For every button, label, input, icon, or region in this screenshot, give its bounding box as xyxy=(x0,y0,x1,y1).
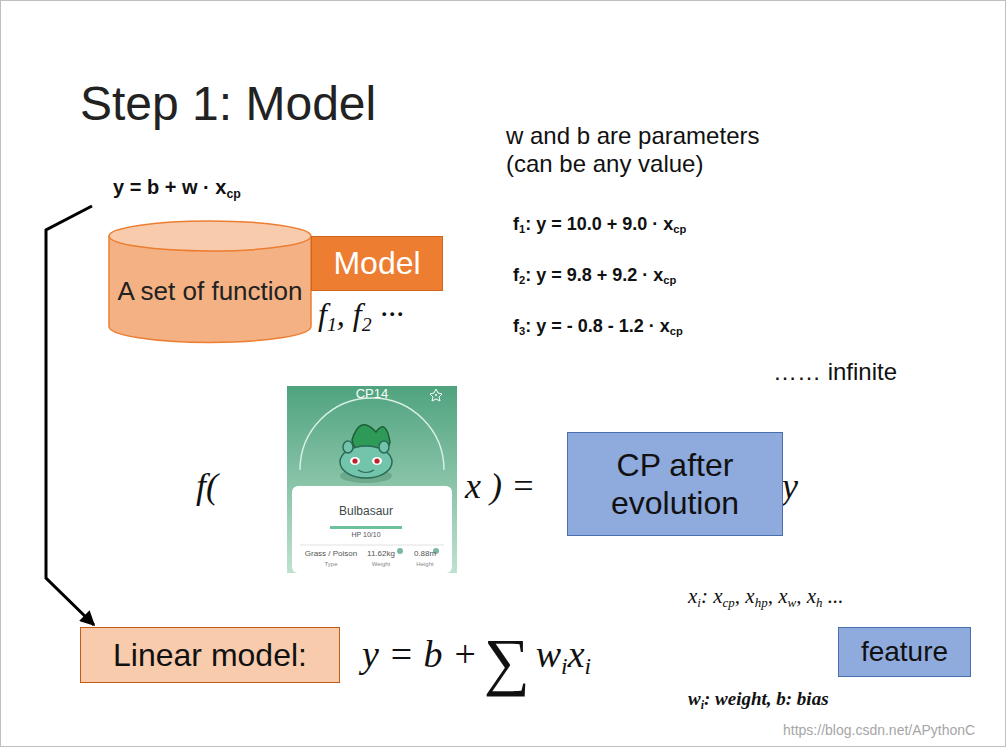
label-text: ... xyxy=(823,584,844,608)
subscript: cp xyxy=(670,325,683,337)
card-weight: 11.62kg xyxy=(367,549,395,558)
card-caption: Height xyxy=(416,561,433,568)
output-symbol: y xyxy=(782,466,798,507)
label-text: y = b + xyxy=(362,633,478,675)
subscript: w xyxy=(788,595,797,610)
label-text: , x xyxy=(768,584,788,608)
label-text: CP xyxy=(356,386,374,401)
slide-title: Step 1: Model xyxy=(80,76,376,131)
card-name: Bulbasaur xyxy=(339,505,393,519)
output-box: CP after evolution xyxy=(567,432,783,536)
label-text: , x xyxy=(796,584,816,608)
function-example: f2: y = 9.8 + 9.2 · xcp xyxy=(513,265,676,287)
subscript: 1 xyxy=(519,223,525,235)
label-text: : x xyxy=(701,584,723,608)
label-text: , x xyxy=(735,584,755,608)
subscript: 3 xyxy=(519,325,525,337)
label-text: : y = 9.8 + 9.2 · x xyxy=(525,265,663,285)
card-type: Grass / Poison xyxy=(305,549,357,558)
subscript: hp xyxy=(755,595,768,610)
linear-model-box: Linear model: xyxy=(80,627,340,683)
label-text: m xyxy=(429,549,436,558)
label-text: Bulbasaur xyxy=(339,504,393,518)
label-text: x xyxy=(568,633,585,675)
label-text: x ) = xyxy=(465,466,535,506)
subscript: i xyxy=(585,653,592,679)
card-hp: HP 10/10 xyxy=(351,531,380,539)
bracket-arrow xyxy=(46,206,94,625)
formula-simple: y = b + w · xcp xyxy=(113,176,241,201)
subscript: i xyxy=(701,699,704,712)
weight-note: wi: weight, b: bias xyxy=(688,688,829,712)
label-text: 14 xyxy=(374,386,388,401)
function-example: f1: y = 10.0 + 9.0 · xcp xyxy=(513,214,686,236)
label-text: : y = - 0.8 - 1.2 · x xyxy=(525,316,670,336)
node-text: Linear model: xyxy=(113,636,307,674)
feature-box: feature xyxy=(838,627,971,677)
subscript: cp xyxy=(663,274,676,286)
node-text: A set of function xyxy=(117,276,302,307)
sum-symbol: ∑ xyxy=(484,625,530,697)
label-text: f( xyxy=(196,466,218,506)
function-set-cylinder: A set of function xyxy=(108,220,312,342)
node-text: feature xyxy=(861,635,948,669)
label-text: : y = 10.0 + 9.0 · x xyxy=(525,214,673,234)
subscript: i xyxy=(561,653,568,679)
card-caption: Weight xyxy=(372,561,391,568)
label-text: , xyxy=(337,296,353,332)
label-text: https://blog.csdn.net/APythonC xyxy=(783,722,975,738)
label-text: HP 10/10 xyxy=(351,531,380,538)
label-text: f xyxy=(353,296,362,332)
label-text: Height xyxy=(416,561,433,567)
function-symbol: f( xyxy=(196,466,218,507)
label-text: …… infinite xyxy=(773,358,897,385)
watermark: https://blog.csdn.net/APythonC xyxy=(783,722,975,738)
label-text: Grass / Poison xyxy=(305,549,357,558)
subscript: 2 xyxy=(519,274,525,286)
linear-formula: y = b +∑wixi xyxy=(362,624,591,698)
label-text: f xyxy=(513,265,519,285)
pokemon-card xyxy=(287,386,457,573)
card-height: 0.88m xyxy=(414,549,436,558)
label-text: : weight, b: bias xyxy=(704,688,829,709)
label-text: Weight xyxy=(372,561,391,567)
label-text: 11.62 xyxy=(367,549,386,558)
subscript: cp xyxy=(673,223,686,235)
function-example: f3: y = - 0.8 - 1.2 · xcp xyxy=(513,316,683,338)
feature-list: xi: xcp, xhp, xw, xh ... xyxy=(688,584,844,611)
label-text: Type xyxy=(324,561,337,567)
label-text: x xyxy=(688,584,697,608)
subscript: i xyxy=(697,595,701,610)
label-text: w xyxy=(536,633,561,675)
label-text: w and b are parameters (can be any value… xyxy=(506,122,759,177)
label-text: f xyxy=(513,316,519,336)
card-cp: CP14 xyxy=(356,387,389,402)
label-text: 0.88 xyxy=(414,549,430,558)
function-symbol: x ) = xyxy=(465,466,535,507)
card-caption: Type xyxy=(324,561,337,568)
infinite-note: …… infinite xyxy=(773,358,897,386)
function-list: f1, f2 ··· xyxy=(318,296,404,336)
parameter-note: w and b are parameters (can be any value… xyxy=(506,122,796,177)
subscript: cp xyxy=(723,595,735,610)
subscript: 2 xyxy=(362,313,372,335)
node-text: CP after evolution xyxy=(568,446,782,523)
model-box: Model xyxy=(311,236,443,290)
label-text: f xyxy=(318,296,327,332)
label-text: y xyxy=(782,466,798,506)
subscript: h xyxy=(816,595,823,610)
label-text: w xyxy=(688,688,701,709)
label-text: y = b + w · x xyxy=(113,176,226,198)
subscript: cp xyxy=(226,187,240,201)
label-text: f xyxy=(513,214,519,234)
node-text: Model xyxy=(333,244,420,282)
label-text: kg xyxy=(386,549,394,558)
subscript: 1 xyxy=(327,313,337,335)
label-text: ··· xyxy=(372,296,404,332)
